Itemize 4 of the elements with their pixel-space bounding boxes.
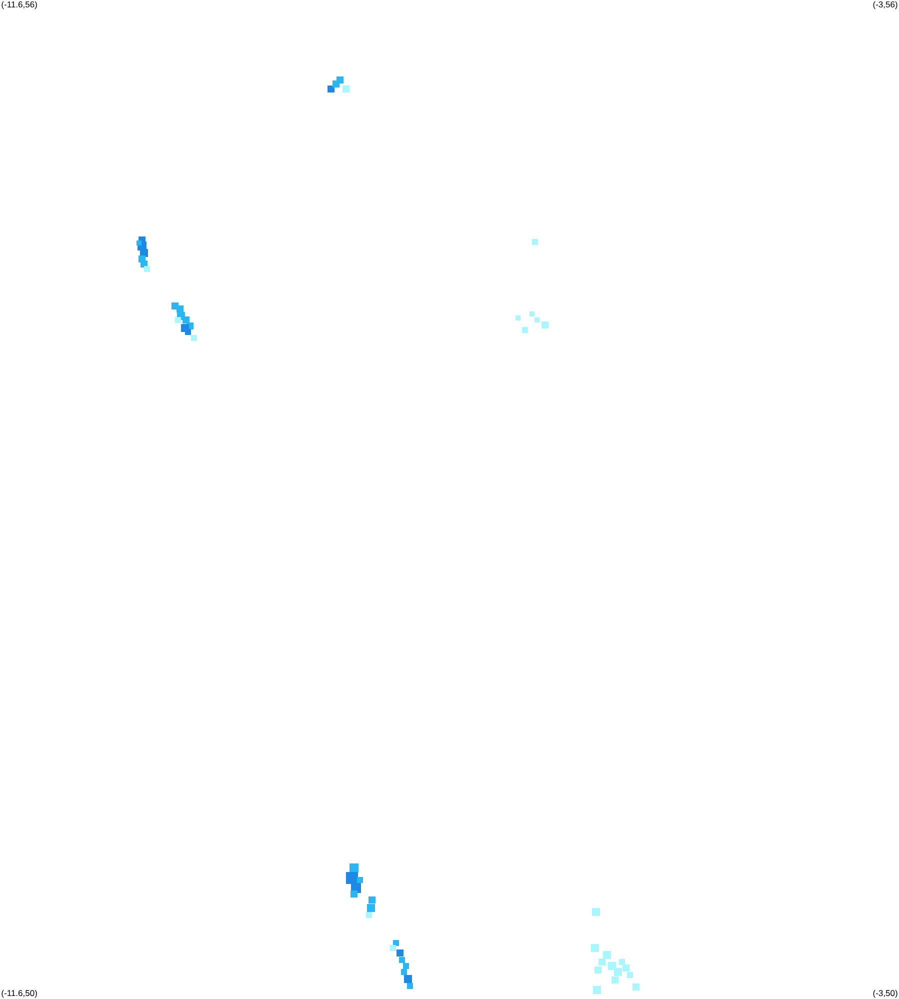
coordinate-label: (-11.6,50) (2, 990, 37, 998)
coordinate-label: (-3,50) (873, 990, 898, 998)
coordinate-label: (-3,56) (873, 1, 898, 10)
coordinate-label: (-11.6,56) (2, 1, 37, 10)
